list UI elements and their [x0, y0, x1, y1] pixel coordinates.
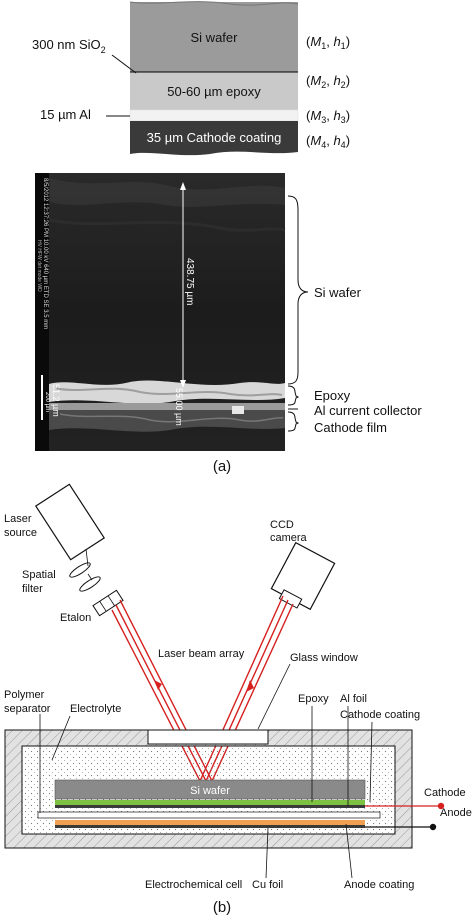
- sem-thickness-main: 438.75 µm: [184, 258, 195, 305]
- laser-source-label-2: source: [4, 527, 37, 539]
- al-layer: [129, 109, 299, 122]
- al-foil: [55, 805, 365, 808]
- cathode-terminal: [365, 802, 445, 810]
- spatial-filter-label-1: Spatial: [22, 569, 56, 581]
- sem-thickness-film: 55.00 µm: [174, 388, 184, 426]
- laser-source-label-1: Laser: [4, 513, 32, 525]
- sem-al-band: [49, 403, 285, 410]
- param-m2-h2: (M2, h2): [306, 73, 350, 90]
- polymer-label-2: separator: [4, 703, 51, 715]
- si-wafer-layer-label: Si wafer: [191, 30, 239, 45]
- brace-epoxy: [287, 385, 300, 406]
- anode-terminal: [365, 823, 437, 831]
- cu-foil-pointer: [265, 827, 269, 879]
- polymer-separator: [37, 811, 381, 819]
- param-m3-h3: (M3, h3): [306, 108, 350, 125]
- layer-side-labels: 300 nm SiO2 15 µm Al: [32, 37, 137, 122]
- sem-info-bar: [35, 173, 49, 451]
- cu-foil: [55, 825, 365, 828]
- brace-label-al: Al current collector: [314, 403, 422, 418]
- sem-info-headers: HV HFW det mode WD: [36, 240, 42, 292]
- cathode-coating-pointer: [369, 721, 373, 803]
- ccd-label-1: CCD: [270, 519, 294, 531]
- ccd-label-2: camera: [270, 532, 308, 544]
- al-foil-label: Al foil: [340, 693, 367, 705]
- sio2-pointer: [111, 54, 137, 74]
- polymer-label-1: Polymer: [4, 689, 45, 701]
- etalon-label: Etalon: [60, 612, 91, 624]
- anode-terminal-label: Anode: [440, 807, 472, 819]
- brace-label-si: Si wafer: [314, 285, 362, 300]
- layer-stack: Si wafer 50-60 µm epoxy 35 µm Cathode co…: [129, 1, 299, 156]
- electrolyte-pointer: [51, 715, 71, 761]
- cathode-coating-label: Cathode coating: [340, 709, 420, 721]
- ccd-camera: [270, 541, 336, 611]
- electrolyte-label: Electrolyte: [70, 703, 121, 715]
- spatial-filter-label-2: filter: [22, 583, 43, 595]
- cathode-layer-label: 35 µm Cathode coating: [147, 130, 282, 145]
- epoxy-layer-label: 50-60 µm epoxy: [167, 84, 261, 99]
- sem-epoxy-band: [49, 380, 285, 404]
- sio2-label: 300 nm SiO2: [32, 37, 106, 55]
- sem-info-text: 8/5/2012 12:37:26 PM 10.00 kV 640 µm ETD…: [42, 178, 48, 329]
- anode-coating-pointer: [345, 823, 353, 879]
- epoxy-cell-label: Epoxy: [298, 693, 329, 705]
- cathode-terminal-label: Cathode: [424, 787, 466, 799]
- layer-parameters: (M1, h1) (M2, h2) (M3, h3) (M4, h4): [306, 34, 350, 150]
- caption-b: (b): [213, 899, 231, 916]
- etalon: [92, 589, 124, 617]
- cathode-coating: [55, 800, 365, 805]
- caption-a: (a): [213, 458, 231, 475]
- cell-label: Electrochemical cell: [145, 879, 242, 891]
- epoxy-layer: [130, 73, 298, 110]
- si-wafer-cell: [54, 779, 366, 800]
- laser-array-label: Laser beam array: [158, 648, 245, 660]
- laser-source: [34, 483, 106, 561]
- si-wafer-layer: [130, 2, 298, 72]
- al-label: 15 µm Al: [40, 107, 91, 122]
- param-m4-h4: (M4, h4): [306, 133, 350, 150]
- brace-si: [287, 195, 309, 385]
- param-m1-h1: (M1, h1): [306, 34, 350, 51]
- sem-cathode-band: [49, 410, 285, 432]
- si-wafer-cell-label: Si wafer: [190, 785, 230, 797]
- glass-window-label: Glass window: [290, 652, 358, 664]
- sem-scale-label: 200 µm: [44, 392, 50, 412]
- anode-coating: [55, 820, 365, 825]
- sem-braces: Si wafer Epoxy Al current collector Cath…: [287, 195, 422, 435]
- brace-cathode: [287, 411, 300, 432]
- spatial-filter: [69, 548, 101, 592]
- cathode-layer: [130, 121, 298, 156]
- glass-window-pointer: [257, 663, 291, 730]
- anode-coating-label: Anode coating: [344, 879, 414, 891]
- sem-thickness-epoxy: 51.2 µm: [51, 384, 61, 417]
- brace-label-cathode: Cathode film: [314, 420, 387, 435]
- brace-label-epoxy: Epoxy: [314, 388, 351, 403]
- cu-foil-label: Cu foil: [252, 879, 283, 891]
- glass-window: [147, 729, 269, 745]
- sem-image: 8/5/2012 12:37:26 PM 10.00 kV 640 µm ETD…: [35, 173, 286, 451]
